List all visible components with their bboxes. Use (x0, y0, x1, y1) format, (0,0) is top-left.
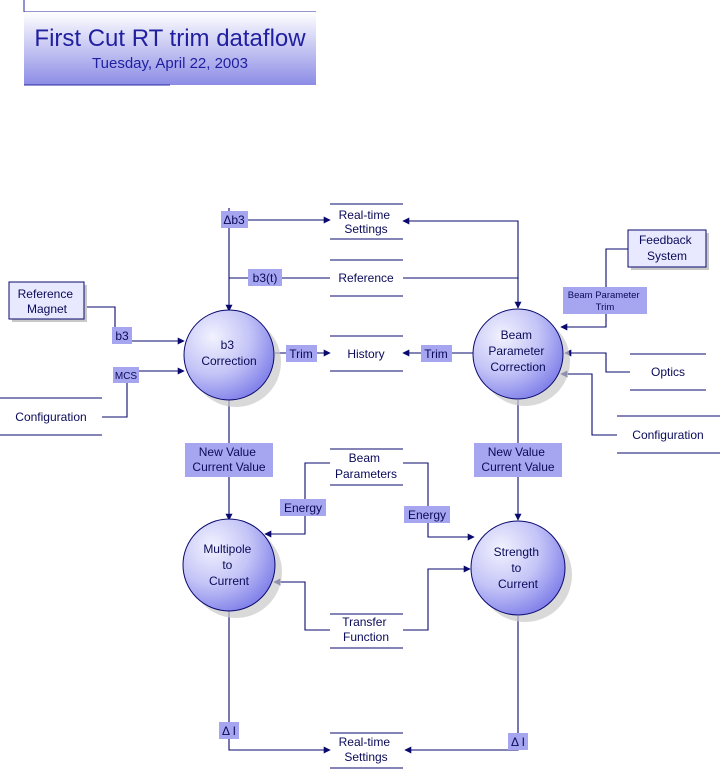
store-transfer-function: Transfer Function (342, 615, 390, 644)
title-banner: First Cut RT trim dataflow Tuesday, Apri… (23, 0, 316, 86)
svg-text:Beam Parameter Cor: Beam Parameter Correction (488, 328, 547, 374)
flow-label-delta-b3: Δb3 (221, 211, 248, 228)
external-reference-magnet: Reference Magnet (8, 281, 87, 322)
store-configuration-left: Configuration (15, 410, 86, 424)
svg-text:Feedback System: Feedback System (639, 233, 695, 263)
svg-text:MCS: MCS (115, 371, 138, 382)
external-feedback-system: Feedback System (627, 229, 709, 270)
svg-text:Trim: Trim (289, 347, 313, 361)
svg-text:Δ I: Δ I (511, 735, 525, 749)
svg-text:Δb3: Δb3 (223, 213, 245, 227)
flow-label-delta-i-right: Δ I (508, 733, 528, 750)
flow-label-energy-left: Energy (280, 499, 326, 516)
store-realtime-settings-bottom: Real-time Settings (339, 735, 394, 764)
store-reference: Reference (338, 271, 394, 285)
flow-label-new-value-left: New Value Current Value (185, 443, 273, 477)
flow-label-beam-parameter-trim: Beam Parameter Trim (563, 287, 647, 314)
svg-text:b3 Correction: b3 Correction (201, 338, 256, 368)
flow-label-energy-right: Energy (404, 506, 450, 523)
svg-text:Multipole to Curre: Multipole to Current (203, 542, 254, 588)
svg-text:New Value Current Value: New Value Current Value (192, 445, 265, 474)
svg-text:Energy: Energy (284, 501, 322, 515)
store-configuration-right: Configuration (632, 428, 703, 442)
svg-text:Energy: Energy (408, 508, 446, 522)
process-multipole-to-current: Multipole to Current (182, 518, 282, 618)
flow-label-new-value-right: New Value Current Value (474, 443, 562, 477)
flow-label-mcs: MCS (113, 367, 139, 383)
flow-label-b3: b3 (112, 327, 132, 344)
store-optics: Optics (651, 365, 685, 379)
process-strength-to-current: Strength to Current (470, 520, 572, 622)
svg-text:Reference Magnet: Reference Magnet (18, 287, 77, 316)
data-store-lines (0, 203, 720, 769)
process-b3-correction: b3 Correction (183, 309, 281, 407)
process-beam-parameter-correction: Beam Parameter Correction (472, 308, 570, 406)
svg-text:New Value Current Value: New Value Current Value (481, 445, 554, 474)
svg-text:b3(t): b3(t) (253, 271, 278, 285)
svg-text:Beam Parameter Trim: Beam Parameter Trim (568, 290, 642, 313)
flow-label-delta-i-left: Δ I (219, 722, 239, 739)
page-title: First Cut RT trim dataflow (34, 25, 306, 52)
store-beam-parameters: Beam Parameters (335, 451, 397, 481)
svg-text:Trim: Trim (424, 347, 448, 361)
store-history: History (347, 347, 384, 361)
store-realtime-settings-top: Real-time Settings (339, 208, 394, 236)
svg-text:Strength to Curren: Strength to Current (494, 545, 543, 591)
flow-label-trim-left: Trim (286, 345, 317, 362)
svg-text:b3: b3 (115, 329, 129, 343)
flow-label-trim-right: Trim (421, 345, 452, 362)
page-date: Tuesday, April 22, 2003 (92, 55, 248, 72)
svg-text:Δ I: Δ I (222, 724, 236, 738)
flow-label-b3t: b3(t) (248, 269, 282, 286)
